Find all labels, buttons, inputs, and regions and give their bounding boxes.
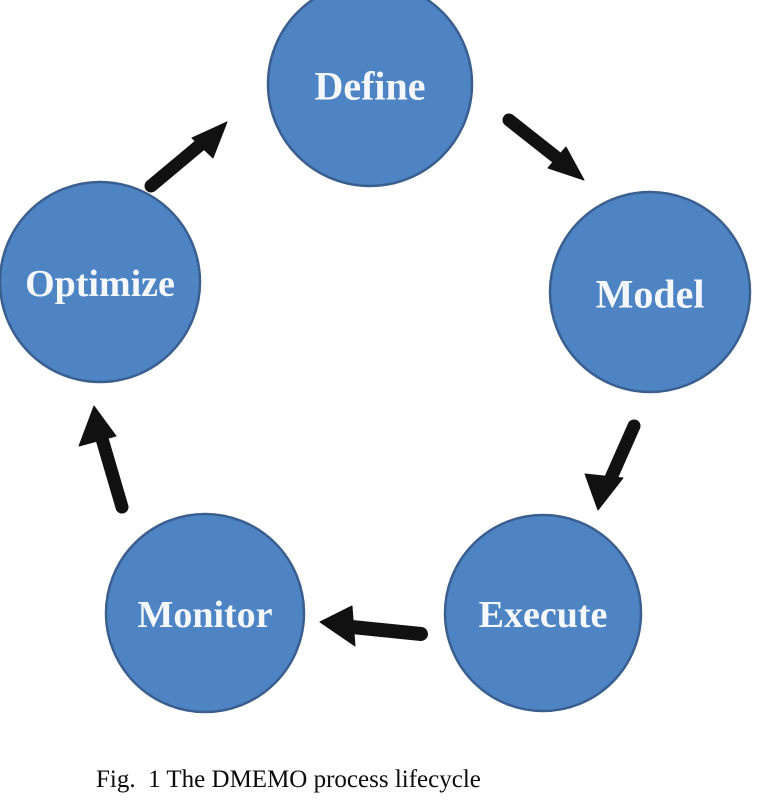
node-optimize-label: Optimize	[25, 263, 175, 305]
node-model-circle[interactable]	[548, 190, 752, 394]
edge-monitor-to-optimize	[78, 405, 129, 514]
figure-caption: Fig. 1 The DMEMO process lifecycle	[96, 766, 481, 793]
node-model-label: Model	[596, 272, 705, 317]
node-optimize-circle[interactable]	[0, 180, 202, 384]
node-define-circle[interactable]	[266, 0, 474, 188]
node-optimize[interactable]: Optimize	[0, 180, 202, 384]
node-define-label: Define	[314, 64, 425, 109]
node-monitor[interactable]: Monitor	[104, 512, 306, 714]
node-execute-label: Execute	[479, 594, 608, 636]
node-model[interactable]: Model	[548, 190, 752, 394]
edge-optimize-to-define	[144, 121, 228, 193]
edge-model-to-execute	[584, 419, 641, 511]
node-execute[interactable]: Execute	[443, 513, 643, 713]
edge-execute-to-monitor	[319, 605, 428, 647]
node-monitor-circle[interactable]	[104, 512, 306, 714]
node-monitor-label: Monitor	[137, 594, 272, 636]
edge-define-to-model	[502, 113, 585, 181]
node-execute-circle[interactable]	[443, 513, 643, 713]
node-define[interactable]: Define	[266, 0, 474, 188]
